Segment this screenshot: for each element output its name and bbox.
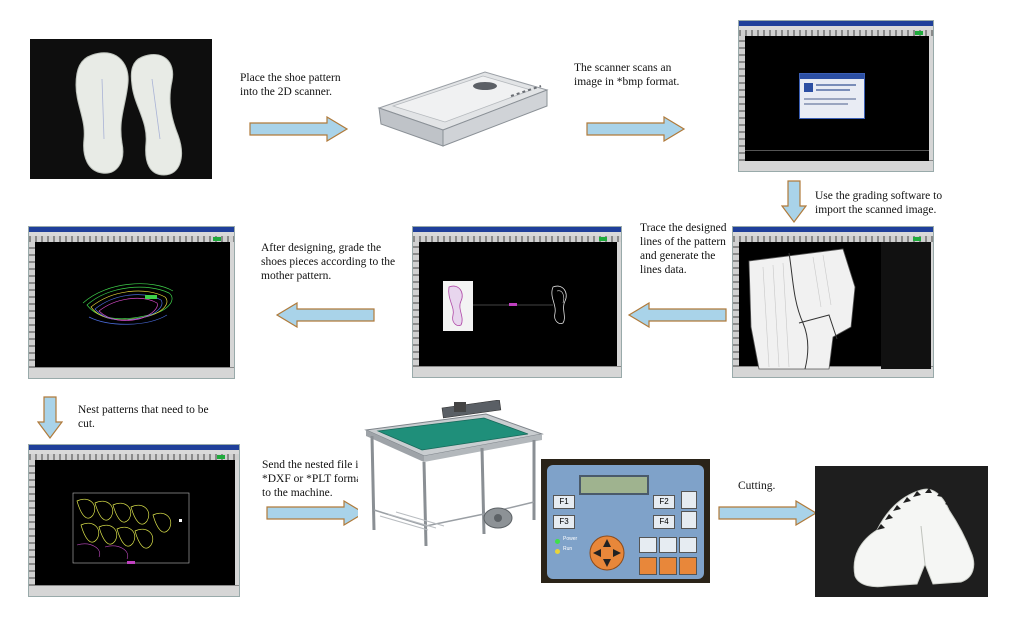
key-pause[interactable] — [639, 557, 657, 575]
key-down[interactable] — [659, 557, 677, 575]
shoe-pattern-photo — [30, 39, 212, 179]
led-label-1: Power — [563, 536, 578, 542]
arrow-down-icon — [37, 396, 63, 439]
cutting-machine-photo — [358, 400, 546, 550]
software-screenshot-trace — [412, 226, 622, 378]
key-f3[interactable]: F3 — [553, 515, 575, 529]
arrow-left-icon — [627, 302, 727, 328]
arrow-right-icon — [266, 500, 366, 526]
scanned-pattern-image — [748, 242, 931, 370]
nested-patterns — [72, 492, 190, 564]
step-caption-trace: Trace the designed lines of the pattern … — [640, 222, 727, 276]
step-caption-grade: After designing, grade the shoes pieces … — [261, 242, 396, 282]
import-dialog — [799, 73, 865, 119]
control-panel-photo: F1 F3 F2 F4 Power Run — [541, 459, 710, 583]
key-origin[interactable] — [681, 511, 697, 529]
status-led-yellow — [555, 549, 560, 554]
arrow-down-icon — [781, 180, 807, 223]
key-f1[interactable]: F1 — [553, 495, 575, 509]
key-fn-1[interactable] — [639, 537, 657, 553]
scanner-photo — [365, 50, 558, 162]
step-caption-place-pattern: Place the shoe pattern into the 2D scann… — [240, 72, 341, 98]
cut-result-photo — [815, 466, 988, 597]
software-screenshot-import — [738, 20, 934, 172]
arrow-right-icon — [249, 116, 349, 142]
key-fn-2[interactable] — [659, 537, 677, 553]
key-up[interactable] — [681, 491, 697, 509]
step-caption-nest: Nest patterns that need to be cut. — [78, 404, 209, 430]
step-caption-cutting: Cutting. — [738, 480, 776, 492]
software-screenshot-scanned — [732, 226, 934, 378]
direction-pad-icon[interactable] — [587, 533, 627, 573]
key-f2[interactable]: F2 — [653, 495, 675, 509]
cut-shoe-piece — [853, 488, 975, 588]
step-caption-scan: The scanner scans an image in *bmp forma… — [574, 62, 680, 88]
key-enter[interactable] — [679, 557, 697, 575]
software-screenshot-nesting — [28, 444, 240, 597]
cutting-machine-illustration — [364, 400, 544, 547]
software-screenshot-grading — [28, 226, 235, 379]
key-fn-3[interactable] — [679, 537, 697, 553]
arrow-right-icon — [718, 500, 818, 526]
step-caption-send: Send the nested file in *DXF or *PLT for… — [262, 459, 370, 499]
insole-shapes — [75, 52, 182, 176]
scanner-illustration — [377, 71, 549, 147]
arrow-left-icon — [275, 302, 375, 328]
graded-pattern-lines — [82, 283, 174, 325]
traced-pattern-lines — [443, 281, 567, 331]
status-led-green — [555, 539, 560, 544]
key-f4[interactable]: F4 — [653, 515, 675, 529]
lcd-display — [579, 475, 649, 495]
arrow-right-icon — [586, 116, 686, 142]
led-label-2: Run — [563, 546, 573, 552]
control-panel-body: F1 F3 F2 F4 Power Run — [547, 465, 704, 579]
step-caption-import: Use the grading software to import the s… — [815, 190, 943, 216]
